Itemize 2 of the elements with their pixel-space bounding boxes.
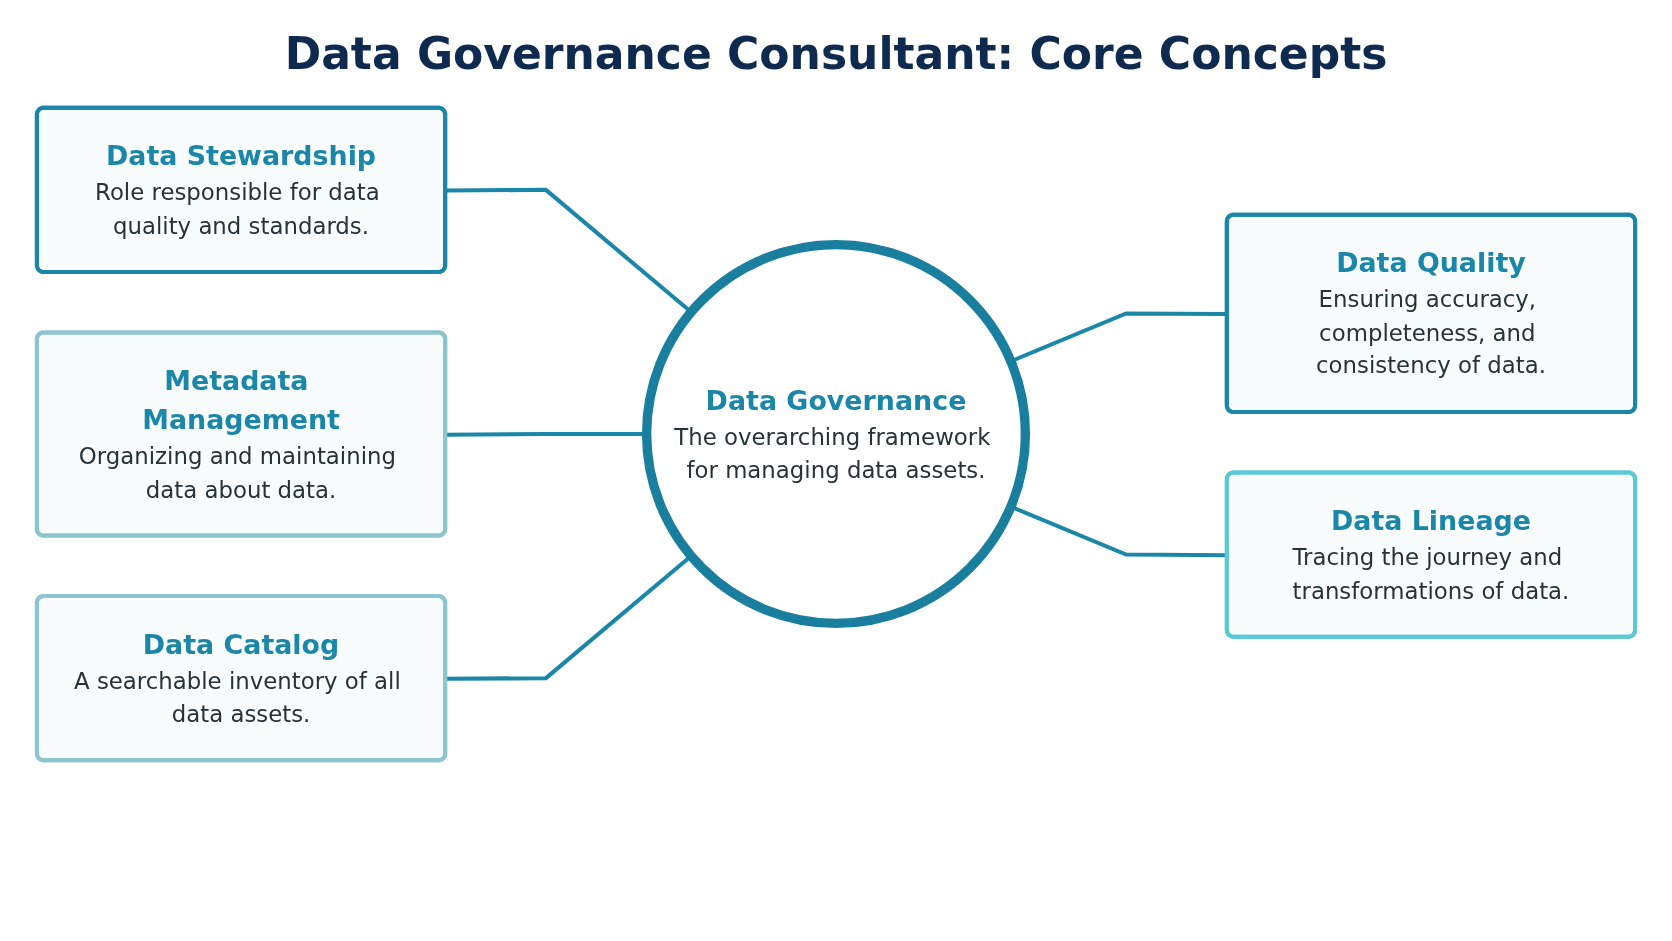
node-circle: Data Governance The overarching framework for managing data assets. xyxy=(641,239,1031,629)
title: Data Governance Consultant: Core Concepts xyxy=(283,28,1389,79)
